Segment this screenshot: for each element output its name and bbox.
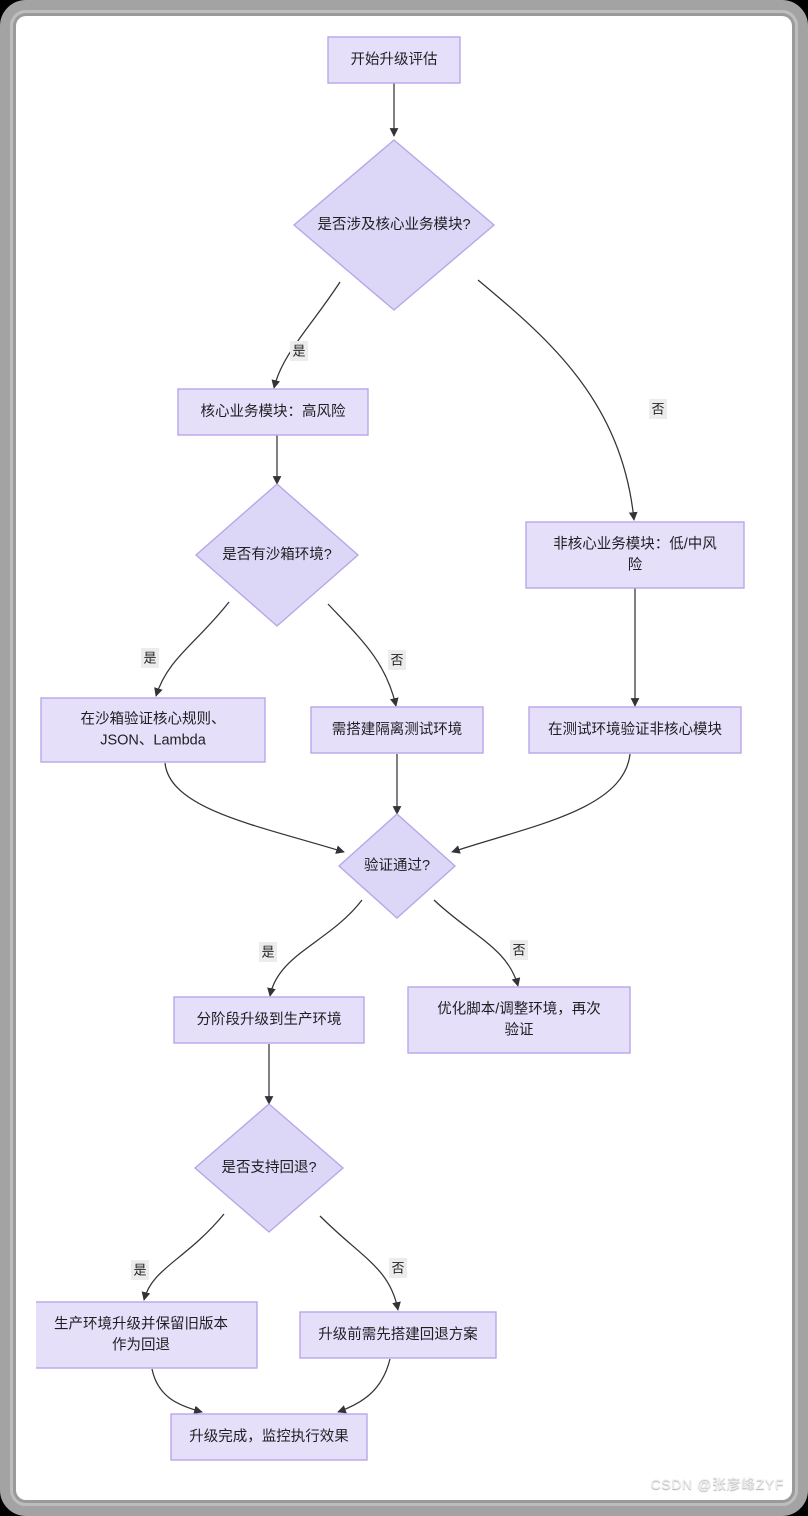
edge-label-d4-keepold: 是 xyxy=(131,1260,149,1280)
watermark: CSDN @张彦峰ZYF xyxy=(650,1476,784,1492)
node-label: 优化脚本/调整环境，再次 xyxy=(437,999,601,1017)
decision-shape xyxy=(193,1103,345,1233)
edge-label-text: 否 xyxy=(391,1260,404,1275)
edge-rollbackplan-to-done xyxy=(337,1358,391,1414)
node-label: 险 xyxy=(628,556,643,573)
node-sandbox[interactable]: 在沙箱验证核心规则、 JSON、Lambda xyxy=(40,697,266,763)
process-shape xyxy=(177,388,369,436)
edge-label-background xyxy=(389,1258,407,1278)
edge-label-d3-optimize: 否 xyxy=(510,940,528,960)
node-label: 作为回退 xyxy=(112,1336,170,1353)
edge-d2-to-sandbox xyxy=(154,601,230,697)
edge-label-d1-noncore: 否 xyxy=(649,399,667,419)
process-shape xyxy=(170,1413,368,1461)
node-rollbackplan[interactable]: 升级前需先搭建回退方案 xyxy=(299,1311,497,1359)
node-label: 在测试环境验证非核心模块 xyxy=(548,720,722,738)
edge-label-text: 否 xyxy=(390,652,403,667)
node-label: 验证 xyxy=(505,1021,534,1038)
node-label: 升级完成，监控执行效果 xyxy=(189,1428,349,1445)
node-label: 升级前需先搭建回退方案 xyxy=(318,1325,478,1343)
node-stage[interactable]: 分阶段升级到生产环境 xyxy=(173,996,365,1044)
process-shape xyxy=(173,996,365,1044)
edge-keepold-to-done xyxy=(151,1368,203,1415)
node-label: 生产环境升级并保留旧版本 xyxy=(54,1314,228,1332)
edge-labels-layer: 是否是否是否是否 xyxy=(131,341,667,1280)
node-label: JSON、Lambda xyxy=(100,732,207,748)
node-d1[interactable]: 是否涉及核心业务模块? xyxy=(292,139,496,311)
process-shape xyxy=(525,521,745,589)
node-d2[interactable]: 是否有沙箱环境? xyxy=(194,483,360,627)
edge-verifynon-to-d3 xyxy=(451,753,631,854)
edge-label-background xyxy=(290,341,308,361)
edge-label-background xyxy=(259,942,277,962)
edge-d3-to-stage xyxy=(267,899,363,997)
process-shape xyxy=(310,706,484,754)
node-d4[interactable]: 是否支持回退? xyxy=(193,1103,345,1233)
node-done[interactable]: 升级完成，监控执行效果 xyxy=(170,1413,368,1461)
node-label: 是否有沙箱环境? xyxy=(222,545,332,563)
node-label: 核心业务模块：高风险 xyxy=(201,403,346,420)
node-start[interactable]: 开始升级评估 xyxy=(327,36,461,84)
node-label: 验证通过? xyxy=(364,857,430,874)
edge-label-d3-stage: 是 xyxy=(259,942,277,962)
edge-label-background xyxy=(388,650,406,670)
edge-label-text: 是 xyxy=(133,1262,146,1277)
node-core[interactable]: 核心业务模块：高风险 xyxy=(177,388,369,436)
process-shape xyxy=(528,706,742,754)
node-d3[interactable]: 验证通过? xyxy=(337,813,457,919)
edge-d1-to-core xyxy=(271,281,341,389)
decision-shape xyxy=(337,813,457,919)
process-shape xyxy=(407,986,631,1054)
edge-d2-to-isolate xyxy=(327,603,399,707)
node-label: 是否支持回退? xyxy=(221,1159,316,1176)
edge-d3-to-optimize xyxy=(433,899,521,987)
node-label: 是否涉及核心业务模块? xyxy=(317,216,470,233)
edge-label-text: 是 xyxy=(261,944,274,959)
edge-label-text: 是 xyxy=(143,650,156,665)
node-verifynon[interactable]: 在测试环境验证非核心模块 xyxy=(528,706,742,754)
edge-label-text: 否 xyxy=(651,401,664,416)
edge-d4-to-keepold xyxy=(141,1213,225,1301)
node-label: 开始升级评估 xyxy=(351,51,438,68)
node-label: 分阶段升级到生产环境 xyxy=(197,1010,342,1028)
process-shape xyxy=(36,1301,258,1369)
edge-label-text: 否 xyxy=(512,942,525,957)
decision-shape xyxy=(292,139,496,311)
edge-label-background xyxy=(649,399,667,419)
edge-label-background xyxy=(510,940,528,960)
edges-layer xyxy=(141,83,640,1415)
edge-sandbox-to-d3 xyxy=(164,762,345,854)
node-noncore[interactable]: 非核心业务模块：低/中风险 xyxy=(525,521,745,589)
edge-label-d4-rollbackplan: 否 xyxy=(389,1258,407,1278)
edge-label-d1-core: 是 xyxy=(290,341,308,361)
edge-label-background xyxy=(141,648,159,668)
process-shape xyxy=(327,36,461,84)
flowchart-canvas: 开始升级评估是否涉及核心业务模块? 核心业务模块：高风险非核心业务模块：低/中风险… xyxy=(36,32,792,1482)
edge-label-text: 是 xyxy=(292,343,305,358)
edge-d1-to-noncore xyxy=(477,279,638,521)
process-shape xyxy=(40,697,266,763)
edge-label-d2-isolate: 否 xyxy=(388,650,406,670)
edge-label-background xyxy=(131,1260,149,1280)
node-isolate[interactable]: 需搭建隔离测试环境 xyxy=(310,706,484,754)
edge-d4-to-rollbackplan xyxy=(319,1215,401,1311)
node-label: 在沙箱验证核心规则、 xyxy=(81,710,226,727)
node-label: 非核心业务模块：低/中风 xyxy=(553,535,717,552)
decision-shape xyxy=(194,483,360,627)
edge-label-d2-sandbox: 是 xyxy=(141,648,159,668)
node-label: 需搭建隔离测试环境 xyxy=(332,720,463,738)
process-shape xyxy=(299,1311,497,1359)
